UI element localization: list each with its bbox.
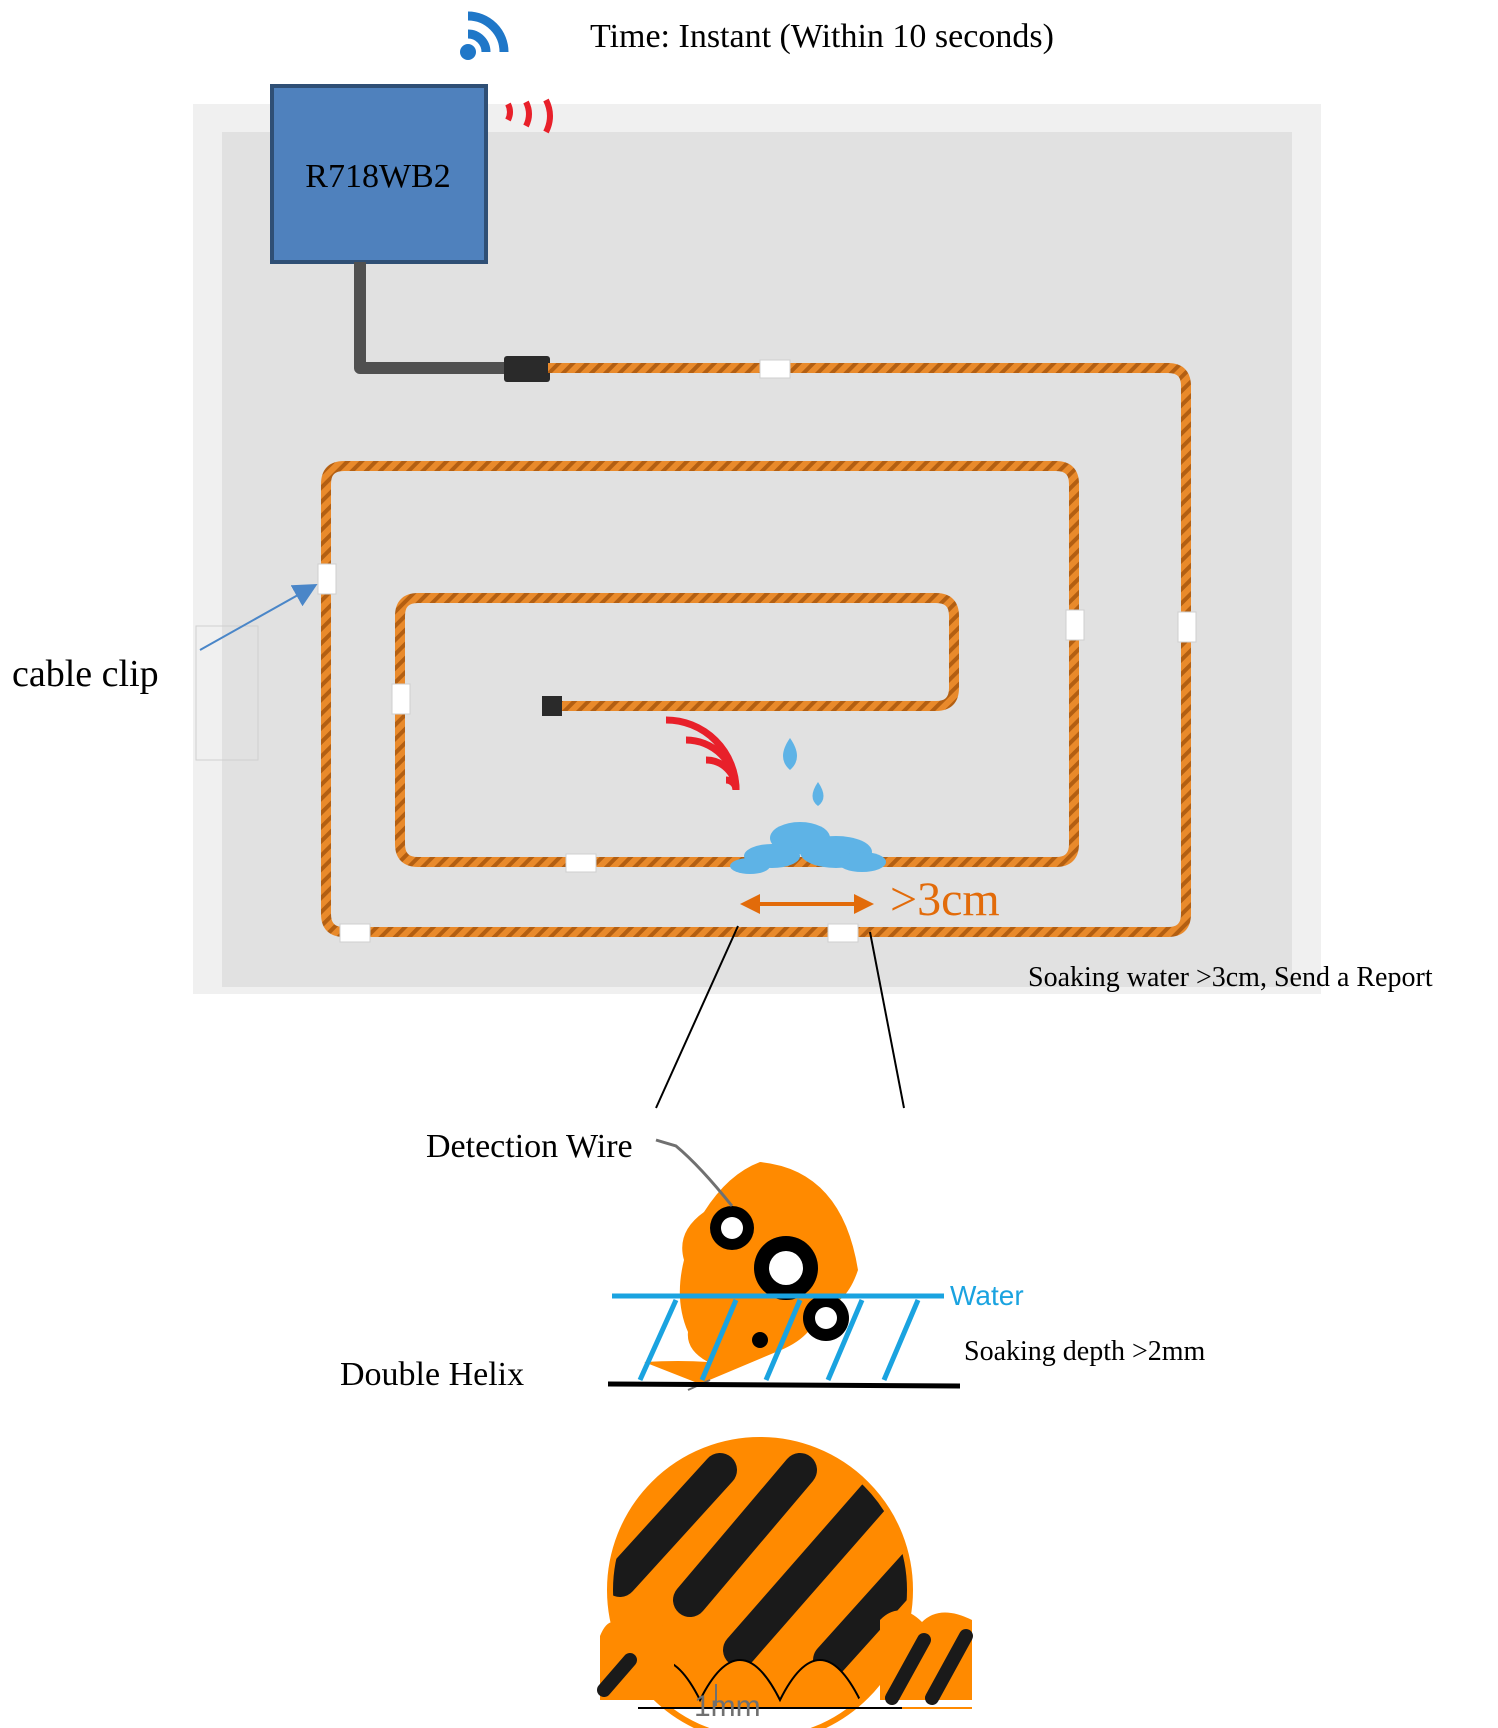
water-drops-icon xyxy=(730,738,886,874)
cable-clip xyxy=(827,923,859,943)
double-helix-label: Double Helix xyxy=(340,1356,525,1393)
detection-wire-label: Detection Wire xyxy=(426,1128,633,1165)
distance-label: >3cm xyxy=(890,873,1000,926)
leader-line-right xyxy=(869,931,905,1109)
lead-cable xyxy=(354,262,512,374)
cable-clip xyxy=(317,563,337,595)
cable-clip xyxy=(565,853,597,873)
device-box xyxy=(270,84,488,264)
time-label: Time: Instant (Within 10 seconds) xyxy=(590,18,1054,55)
report-label: Soaking water >3cm, Send a Report xyxy=(1028,962,1433,993)
device-signal-icon xyxy=(505,98,553,134)
cable-clip xyxy=(759,359,791,379)
signal-waves-icon xyxy=(665,716,740,791)
clip-callout-box xyxy=(195,625,259,761)
cable-clip xyxy=(1177,611,1197,643)
soaking-depth-label: Soaking depth >2mm xyxy=(964,1336,1206,1367)
device-name: R718WB2 xyxy=(305,158,451,195)
leader-line-left xyxy=(655,925,739,1109)
cable-cross-section xyxy=(644,1138,858,1391)
wifi-signal-icon xyxy=(460,11,509,60)
helix-magnifier xyxy=(597,1437,973,1728)
cable-clips xyxy=(317,359,1197,943)
gap-label: 1mm xyxy=(694,1690,761,1723)
water-hatch xyxy=(637,1298,921,1382)
cable-end-cap xyxy=(542,696,562,716)
clip-arrow xyxy=(199,584,318,651)
cable-clip-label: cable clip xyxy=(12,653,159,695)
connector xyxy=(504,356,550,382)
cable-clip xyxy=(391,683,411,715)
cable-clip xyxy=(339,923,371,943)
cable-clip xyxy=(1065,609,1085,641)
floor-line xyxy=(607,1381,961,1389)
detection-cable xyxy=(321,363,1191,937)
water-label: Water xyxy=(950,1280,1024,1311)
